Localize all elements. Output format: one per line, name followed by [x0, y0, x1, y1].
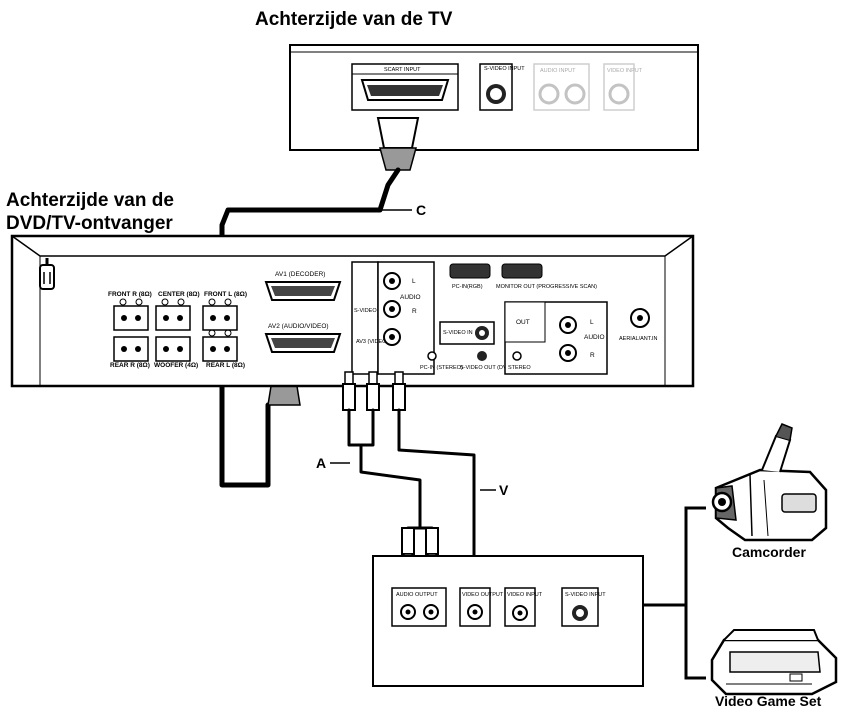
source-video-output: VIDEO OUTPUT	[459, 587, 504, 627]
svg-text:AUDIO INPUT: AUDIO INPUT	[540, 68, 576, 74]
svg-text:L: L	[412, 278, 416, 285]
pc-in-port: PC-IN(RGB)	[449, 263, 491, 290]
pc-in-stereo-port: PC-IN (STEREO)	[420, 351, 463, 371]
svg-text:FRONT R (8Ω): FRONT R (8Ω)	[108, 291, 152, 298]
av1-scart-port: AV1 (DECODER)	[264, 271, 342, 301]
camcorder-icon	[711, 423, 828, 542]
source-svideo-input: S-VIDEO INPUT	[561, 587, 606, 627]
aerial-input: AERIAL/ANT.IN	[619, 308, 658, 342]
cable-c: C	[219, 117, 426, 488]
svg-text:AV3 (VIDEO): AV3 (VIDEO)	[356, 339, 388, 345]
speaker-terminals: FRONT R (8Ω) CENTER (8Ω) FRONT L (8Ω) RE…	[108, 291, 247, 369]
svg-text:OUT: OUT	[516, 319, 530, 326]
cable-c-label: C	[416, 202, 426, 218]
svg-text:MONITOR OUT (PROGRESSIVE SCAN): MONITOR OUT (PROGRESSIVE SCAN)	[496, 284, 597, 290]
receiver-rear-panel: FRONT R (8Ω) CENTER (8Ω) FRONT L (8Ω) RE…	[10, 234, 695, 388]
svideo-out-port: S-VIDEO OUT (DVD ONLY)	[460, 351, 529, 371]
svg-text:STEREO: STEREO	[508, 365, 531, 371]
receiver-rear-title-line1: Achterzijde van de	[6, 190, 174, 211]
game-label: Video Game Set	[715, 693, 822, 709]
av2-scart-port: AV2 (AUDIO/VIDEO)	[264, 323, 342, 353]
svg-text:S-VIDEO: S-VIDEO	[354, 308, 377, 314]
svg-text:AV1 (DECODER): AV1 (DECODER)	[275, 271, 325, 278]
camcorder-label: Camcorder	[732, 544, 806, 560]
tv-svideo-input: S-VIDEO INPUT	[479, 63, 525, 111]
svg-text:REAR R (8Ω): REAR R (8Ω)	[110, 362, 150, 369]
source-device-panel: AUDIO OUTPUT VIDEO OUTPUT VIDEO INPUT S-…	[372, 555, 644, 687]
tv-video-input: VIDEO INPUT	[603, 63, 643, 111]
av3-front-inputs: S-VIDEO AV3 (VIDEO) AUDIO L R	[351, 261, 435, 375]
svg-text:S-VIDEO IN: S-VIDEO IN	[443, 330, 473, 336]
svg-text:AERIAL/ANT.IN: AERIAL/ANT.IN	[619, 336, 658, 342]
tv-rear-panel: SCART INPUT S-VIDEO INPUT AUDIO INPUT VI…	[289, 44, 699, 151]
svg-text:AUDIO: AUDIO	[400, 294, 421, 301]
game-console-icon	[710, 629, 838, 696]
tv-rear-title: Achterzijde van de TV	[255, 9, 453, 30]
svg-text:AV2 (AUDIO/VIDEO): AV2 (AUDIO/VIDEO)	[268, 323, 329, 330]
audio-out-block: OUT STEREO AUDIO L R	[504, 301, 608, 375]
svg-text:REAR L (8Ω): REAR L (8Ω)	[206, 362, 245, 369]
svg-text:S-VIDEO INPUT: S-VIDEO INPUT	[484, 66, 525, 72]
svg-text:R: R	[590, 352, 595, 359]
tv-scart-label: SCART INPUT	[384, 67, 421, 73]
monitor-out-port: MONITOR OUT (PROGRESSIVE SCAN)	[496, 263, 597, 290]
tv-audio-input: AUDIO INPUT	[533, 63, 590, 111]
svg-text:FRONT L (8Ω): FRONT L (8Ω)	[204, 291, 247, 298]
svg-text:VIDEO INPUT: VIDEO INPUT	[507, 592, 543, 598]
source-audio-output: AUDIO OUTPUT	[391, 587, 447, 627]
svg-text:PC-IN(RGB): PC-IN(RGB)	[452, 284, 483, 290]
receiver-rear-title-line2: DVD/TV-ontvanger	[6, 213, 173, 234]
cable-a-label: A	[316, 455, 326, 471]
svg-text:PC-IN (STEREO): PC-IN (STEREO)	[420, 365, 463, 371]
svg-text:AUDIO: AUDIO	[584, 334, 605, 341]
cable-v-label: V	[499, 482, 509, 498]
svg-text:VIDEO OUTPUT: VIDEO OUTPUT	[462, 592, 504, 598]
svg-text:VIDEO INPUT: VIDEO INPUT	[607, 68, 643, 74]
svg-text:S-VIDEO INPUT: S-VIDEO INPUT	[565, 592, 606, 598]
svg-text:S-VIDEO OUT (DVD ONLY): S-VIDEO OUT (DVD ONLY)	[460, 365, 529, 371]
svg-text:L: L	[590, 319, 594, 326]
svg-text:WOOFER (4Ω): WOOFER (4Ω)	[154, 362, 198, 369]
source-video-input: VIDEO INPUT	[504, 587, 543, 627]
svg-text:CENTER (8Ω): CENTER (8Ω)	[158, 291, 200, 298]
svg-text:R: R	[412, 308, 417, 315]
svideo-in-port: S-VIDEO IN	[439, 321, 495, 345]
device-bracket	[643, 506, 706, 680]
svg-text:AUDIO OUTPUT: AUDIO OUTPUT	[396, 592, 438, 598]
power-cord-icon	[39, 258, 55, 290]
tv-scart-input: SCART INPUT	[351, 63, 459, 111]
